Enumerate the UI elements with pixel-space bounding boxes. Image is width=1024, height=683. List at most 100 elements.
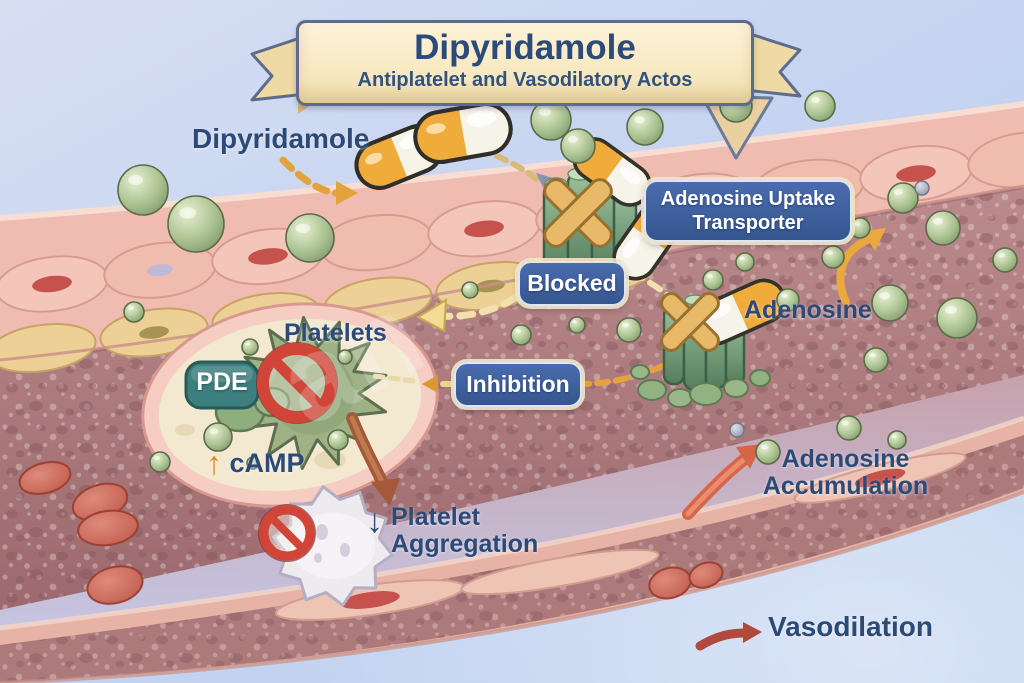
adenosine-molecule-icon [992, 247, 1018, 273]
pde-label: PDE [196, 368, 248, 396]
adenosine-molecule-icon [925, 210, 961, 246]
adenosine-molecule-icon [626, 108, 664, 146]
adenosine-molecule-highlight [841, 420, 850, 426]
adenosine-molecule-icon [735, 252, 755, 272]
adenosine-molecule-icon [702, 269, 724, 291]
adenosine-molecule-icon [616, 317, 642, 343]
adenosine-molecule-highlight [707, 274, 713, 278]
dipyridamole-pill-icon [413, 102, 513, 164]
platelets-label: Platelets [284, 319, 387, 347]
adenosine-molecule-icon [804, 90, 836, 122]
adenosine-molecule-icon [560, 128, 596, 164]
adenosine-molecule-icon [327, 429, 349, 451]
banner-subtitle: Antiplatelet and Vasodilatory Actos [357, 69, 693, 91]
adenosine-molecule-highlight [332, 434, 338, 438]
adenosine-molecule-highlight [179, 207, 197, 219]
aggregation-decrease-arrow-icon: ↓ [366, 502, 383, 540]
inhibition-box-text: Inhibition [466, 371, 570, 397]
platelet-aggregation-label: ↓ Platelet Aggregation [366, 504, 538, 558]
adenosine-molecule-highlight [854, 222, 860, 226]
pill-to-transporter-trail [494, 153, 553, 191]
adenosine-blob-cluster [630, 364, 771, 408]
adenosine-molecule-icon [510, 324, 532, 346]
adenosine-molecule-highlight [891, 434, 897, 439]
adenosine-molecule-highlight [249, 459, 253, 462]
adenosine-molecule-highlight [209, 428, 218, 435]
adenosine-molecule-highlight [621, 322, 630, 328]
dipyridamole-label: Dipyridamole [192, 123, 370, 154]
camp-text: cAMP [229, 448, 305, 478]
adenosine-molecule-highlight [760, 444, 769, 450]
adenosine-molecule-icon [871, 284, 909, 322]
red-blood-cell-icon [18, 461, 72, 495]
adenosine-molecule-highlight [515, 329, 521, 333]
dipyridamole-entry-arrow [279, 156, 358, 205]
adenosine-molecule-highlight [739, 256, 745, 261]
adenosine-molecule-highlight [465, 285, 470, 289]
adenosine-molecule-icon [149, 451, 171, 473]
adenosine-molecule-highlight [567, 135, 579, 143]
adenosine-molecule-highlight [811, 97, 820, 103]
adenosine-molecule-highlight [295, 223, 310, 234]
adenosine-molecule-icon [123, 301, 145, 323]
subendothelial-cell [0, 323, 97, 373]
blocked-box: Blocked [518, 261, 626, 306]
adenosine-accumulation-label: Adenosine Accumulation [758, 446, 933, 500]
transporter-box-line1: Adenosine Uptake [660, 188, 836, 210]
adenosine-molecule-highlight [245, 342, 251, 346]
camp-label: ↑ cAMP [206, 446, 305, 481]
inhibition-box: Inhibition [454, 362, 582, 407]
vasodilation-arrow [695, 622, 762, 651]
transporter-box-line2: Transporter [692, 212, 804, 234]
adenosine-molecule-highlight [634, 116, 645, 124]
vasodilation-label: Vasodilation [768, 611, 933, 642]
aggregation-text: Platelet Aggregation [391, 504, 538, 558]
adenosine-molecule-icon [337, 349, 353, 365]
cell-nucleus [896, 165, 936, 182]
adenosine-uptake-transporter-box: Adenosine Uptake Transporter [644, 180, 852, 242]
adenosine-molecule-highlight [945, 306, 957, 314]
adenosine-molecule-icon [863, 347, 889, 373]
red-blood-cell-icon [688, 561, 724, 589]
cell-nucleus [32, 275, 72, 293]
cell-nucleus [139, 326, 169, 339]
adenosine-molecule-highlight [539, 108, 551, 116]
blocked-x-icon [660, 292, 720, 352]
blocked-x-icon [543, 178, 613, 248]
banner-title: Dipyridamole [414, 28, 636, 67]
red-blood-cell-icon [86, 565, 144, 605]
adenosine-molecule-highlight [128, 175, 143, 185]
prohibition-sign-icon [258, 504, 316, 562]
adenosine-molecule-highlight [932, 217, 944, 225]
adenosine-molecule-highlight [572, 320, 577, 324]
adenosine-molecule-icon [568, 316, 586, 334]
narrow-vessel-wall-cells [274, 452, 967, 621]
adenosine-molecule-highlight [781, 293, 788, 298]
adenosine-molecule-icon [887, 182, 919, 214]
adenosine-molecule-icon [836, 415, 862, 441]
adenosine-molecule-highlight [340, 352, 345, 356]
adenosine-molecule-icon [849, 217, 871, 239]
adenosine-molecule-highlight [997, 252, 1006, 258]
accumulation-line2: Accumulation [762, 472, 929, 500]
adenosine-label: Adenosine [744, 296, 872, 324]
cell-nucleus [147, 264, 173, 277]
inhibition-left-arrow [369, 373, 455, 393]
adenosine-molecule-highlight [894, 189, 903, 195]
adenosine-molecule-icon [241, 338, 259, 356]
adenosine-molecule-icon [821, 245, 845, 269]
adenosine-molecule-highlight [128, 306, 134, 310]
adenosine-molecule-highlight [826, 250, 833, 255]
adenosine-molecule-icon [285, 213, 335, 263]
platelet-to-aggregation-arrow [346, 412, 400, 506]
adenosine-molecule-icon [461, 281, 479, 299]
adenosine-molecule-icon [117, 164, 169, 216]
adenosine-molecule-highlight [154, 456, 160, 460]
title-banner: Dipyridamole Antiplatelet and Vasodilato… [296, 20, 754, 106]
gray-molecule-icon [729, 422, 745, 438]
prohibition-sign-icon [256, 342, 338, 424]
aggregation-line1: Platelet [391, 503, 480, 531]
accumulation-line1: Adenosine [781, 445, 910, 473]
